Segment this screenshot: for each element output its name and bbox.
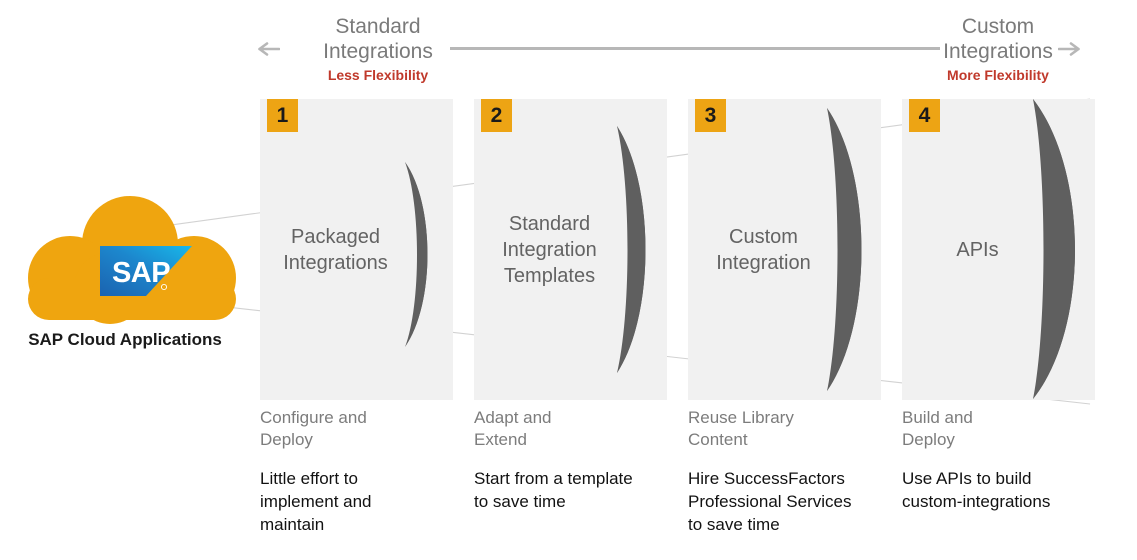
stage-panel-1[interactable]: 1 Packaged Integrations	[260, 99, 453, 400]
more-flexibility-label: More Flexibility	[947, 67, 1049, 83]
custom-header-line1: Custom	[961, 15, 1035, 38]
stage-caption-body-4: Use APIs to build custom-integrations	[902, 469, 1051, 511]
stage-panel-2[interactable]: 2 Standard Integration Templates	[474, 99, 667, 400]
svg-text:SAP: SAP	[112, 257, 170, 289]
stage-caption-head-2: Adapt and Extend	[474, 408, 552, 449]
stage-caption-head-4: Build and Deploy	[902, 408, 973, 449]
stage-badge-2: 2	[481, 99, 512, 132]
stage-caption-head-3: Reuse Library Content	[688, 408, 794, 449]
crescent-icon-2	[597, 99, 667, 400]
stage-caption-head-1: Configure and Deploy	[260, 408, 367, 449]
crescent-icon-4	[1011, 99, 1107, 400]
stage-title-4: APIs	[956, 238, 999, 261]
arrow-right-icon	[1058, 38, 1080, 60]
stage-badge-3: 3	[695, 99, 726, 132]
stage-caption-3: Reuse Library Content Hire SuccessFactor…	[688, 407, 904, 536]
stage-title-1: Packaged Integrations	[283, 225, 388, 274]
stage-panel-4[interactable]: 4 APIs	[902, 99, 1095, 400]
sap-cloud-caption: SAP Cloud Applications	[28, 330, 222, 349]
stage-panel-3[interactable]: 3 Custom Integration	[688, 99, 881, 400]
arrow-left-icon	[258, 38, 280, 60]
stage-badge-4: 4	[909, 99, 940, 132]
sap-logo: SAP	[100, 246, 192, 296]
stage-caption-4: Build and Deploy Use APIs to build custo…	[902, 407, 1118, 513]
stage-caption-body-1: Little effort to implement and maintain	[260, 469, 372, 534]
crescent-icon-1	[383, 99, 453, 400]
stage-title-3: Custom Integration	[716, 225, 811, 274]
standard-header-line1: Standard	[335, 15, 421, 38]
stage-title-2: Standard Integration Templates	[502, 212, 597, 287]
standard-integrations-header: Standard Integrations Less Flexibility	[288, 14, 468, 84]
custom-header-line2: Integrations	[943, 40, 1053, 63]
crescent-icon-3	[811, 99, 881, 400]
less-flexibility-label: Less Flexibility	[327, 67, 429, 83]
stage-caption-body-2: Start from a template to save time	[474, 469, 633, 511]
stage-caption-body-3: Hire SuccessFactors Professional Service…	[688, 469, 852, 534]
flexibility-spectrum-header: Standard Integrations Less Flexibility C…	[0, 0, 1137, 92]
stage-caption-1: Configure and Deploy Little effort to im…	[260, 407, 460, 536]
stage-caption-2: Adapt and Extend Start from a template t…	[474, 407, 690, 513]
spectrum-connector-line	[450, 47, 940, 50]
standard-header-line2: Integrations	[323, 40, 433, 63]
custom-integrations-header: Custom Integrations More Flexibility	[908, 14, 1088, 84]
sap-cloud-graphic: SAP	[18, 196, 246, 326]
stage-badge-1: 1	[267, 99, 298, 132]
